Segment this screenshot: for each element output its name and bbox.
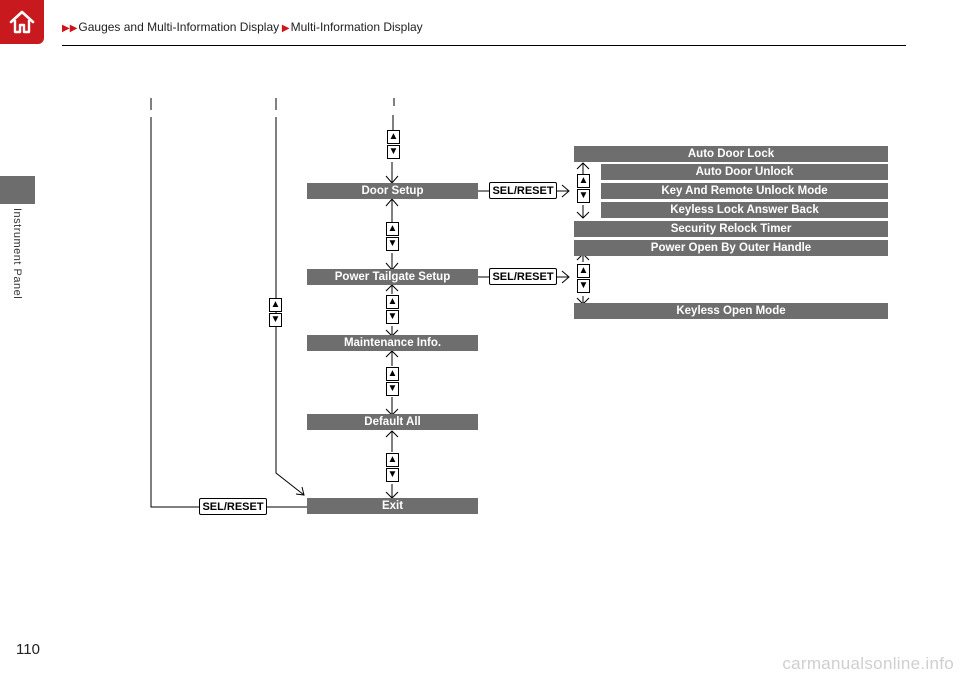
arrow-down-icon[interactable]: ▼ <box>269 313 282 327</box>
sel-reset-button-door-setup[interactable]: SEL/RESET <box>489 182 557 199</box>
breadcrumb-arrow-icon: ▶▶ <box>62 23 78 34</box>
arrow-down-icon[interactable]: ▼ <box>387 145 400 159</box>
side-tab-marker <box>0 176 35 204</box>
breadcrumb-link-gauges[interactable]: Gauges and Multi-Information Display <box>78 20 280 34</box>
scroll-arrows-left-column[interactable]: ▲ ▼ <box>269 298 282 327</box>
scroll-arrows-maintenance-default[interactable]: ▲ ▼ <box>386 367 399 396</box>
home-icon <box>9 10 35 34</box>
arrow-up-icon[interactable]: ▲ <box>386 222 399 236</box>
option-key-and-remote-unlock-mode[interactable]: Key And Remote Unlock Mode <box>601 183 888 199</box>
page-number: 110 <box>16 641 40 658</box>
option-security-relock-timer[interactable]: Security Relock Timer <box>574 221 888 237</box>
arrow-up-icon[interactable]: ▲ <box>386 295 399 309</box>
sel-reset-button-exit[interactable]: SEL/RESET <box>199 498 267 515</box>
sel-reset-button-tailgate[interactable]: SEL/RESET <box>489 268 557 285</box>
breadcrumb-link-mid[interactable]: Multi-Information Display <box>290 20 423 34</box>
arrow-up-icon[interactable]: ▲ <box>386 453 399 467</box>
menu-item-power-tailgate-setup[interactable]: Power Tailgate Setup <box>307 269 478 285</box>
scroll-arrows-top[interactable]: ▲ ▼ <box>387 130 400 159</box>
breadcrumb-arrow-icon: ▶ <box>279 23 290 34</box>
breadcrumb: ▶▶Gauges and Multi-Information Display ▶… <box>62 20 423 34</box>
arrow-down-icon[interactable]: ▼ <box>386 468 399 482</box>
menu-item-default-all[interactable]: Default All <box>307 414 478 430</box>
option-auto-door-unlock[interactable]: Auto Door Unlock <box>601 164 888 180</box>
option-keyless-open-mode[interactable]: Keyless Open Mode <box>574 303 888 319</box>
arrow-down-icon[interactable]: ▼ <box>386 237 399 251</box>
scroll-arrows-door-tailgate[interactable]: ▲ ▼ <box>386 222 399 251</box>
scroll-arrows-door-options[interactable]: ▲ ▼ <box>577 174 590 203</box>
option-power-open-by-outer-handle[interactable]: Power Open By Outer Handle <box>574 240 888 256</box>
home-button[interactable] <box>0 0 44 44</box>
arrow-down-icon[interactable]: ▼ <box>577 279 590 293</box>
option-keyless-lock-answer-back[interactable]: Keyless Lock Answer Back <box>601 202 888 218</box>
arrow-up-icon[interactable]: ▲ <box>269 298 282 312</box>
arrow-up-icon[interactable]: ▲ <box>577 264 590 278</box>
menu-item-maintenance-info[interactable]: Maintenance Info. <box>307 335 478 351</box>
scroll-arrows-tailgate-options[interactable]: ▲ ▼ <box>577 264 590 293</box>
option-auto-door-lock[interactable]: Auto Door Lock <box>574 146 888 162</box>
arrow-down-icon[interactable]: ▼ <box>577 189 590 203</box>
header-divider <box>62 45 906 46</box>
watermark: carmanualsonline.info <box>782 654 954 673</box>
arrow-up-icon[interactable]: ▲ <box>387 130 400 144</box>
side-tab-label: Instrument Panel <box>11 208 23 300</box>
menu-item-exit[interactable]: Exit <box>307 498 478 514</box>
menu-item-door-setup[interactable]: Door Setup <box>307 183 478 199</box>
arrow-up-icon[interactable]: ▲ <box>386 367 399 381</box>
scroll-arrows-default-exit[interactable]: ▲ ▼ <box>386 453 399 482</box>
arrow-down-icon[interactable]: ▼ <box>386 382 399 396</box>
arrow-up-icon[interactable]: ▲ <box>577 174 590 188</box>
arrow-down-icon[interactable]: ▼ <box>386 310 399 324</box>
scroll-arrows-tailgate-maintenance[interactable]: ▲ ▼ <box>386 295 399 324</box>
